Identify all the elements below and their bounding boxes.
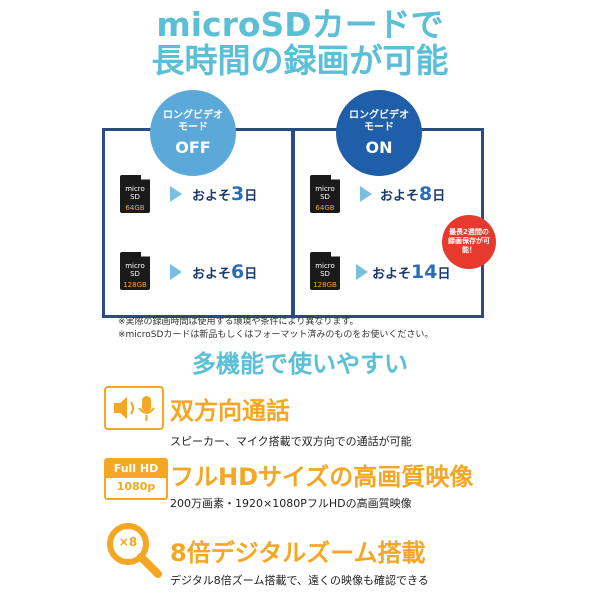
arrow-right-icon: [360, 186, 372, 202]
header-line2: 長時間の録画が可能: [151, 41, 449, 80]
microsd-card-icon: micro SD 128GB: [120, 252, 150, 290]
features-heading: 多機能で使いやすい: [192, 350, 408, 378]
note-1: ※実際の録画時間は使用する環境や条件により異なります。: [118, 317, 359, 327]
mode-on-circle: ロングビデオ モード ON: [336, 90, 422, 176]
feature-desc: デジタル8倍ズーム搭載で、遠くの映像も確認できる: [170, 574, 429, 587]
mode-state: ON: [365, 138, 393, 157]
arrow-right-icon: [170, 264, 182, 280]
feature-title: フルHDサイズの高画質映像: [170, 463, 474, 491]
microsd-card-icon: micro SD 64GB: [120, 175, 150, 213]
mode-label: ロングビデオ モード: [163, 110, 223, 133]
mode-label: ロングビデオ モード: [349, 110, 409, 133]
header-line1: microSDカードで: [156, 5, 444, 44]
arrow-right-icon: [356, 264, 368, 280]
mode-state: OFF: [175, 138, 211, 157]
duration-text: およそ3日: [192, 183, 258, 205]
duration-text: およそ14日: [372, 261, 451, 283]
feature-title: 双方向通話: [170, 397, 290, 425]
feature-desc: 200万画素・1920×1080PフルHDの高画質映像: [170, 497, 412, 510]
duration-text: およそ8日: [380, 183, 446, 205]
duration-text: およそ6日: [192, 261, 258, 283]
arrow-right-icon: [170, 186, 182, 202]
note-2: ※microSDカードは新品もしくはフォーマット済みのものをお使いください。: [118, 330, 434, 340]
microsd-card-icon: micro SD 64GB: [310, 175, 340, 213]
mode-off-circle: ロングビデオ モード OFF: [150, 90, 236, 176]
zoom-icon: ×8: [104, 520, 164, 580]
fullhd-icon: Full HD 1080p: [104, 458, 168, 500]
microsd-card-icon: micro SD 128GB: [310, 252, 340, 290]
feature-desc: スピーカー、マイク搭載で双方向での通話が可能: [170, 435, 412, 448]
feature-title: 8倍デジタルズーム搭載: [170, 539, 426, 567]
speaker-mic-icon: [104, 386, 164, 430]
long-record-badge: 最長2週間の録画保存が可能！: [442, 215, 496, 269]
